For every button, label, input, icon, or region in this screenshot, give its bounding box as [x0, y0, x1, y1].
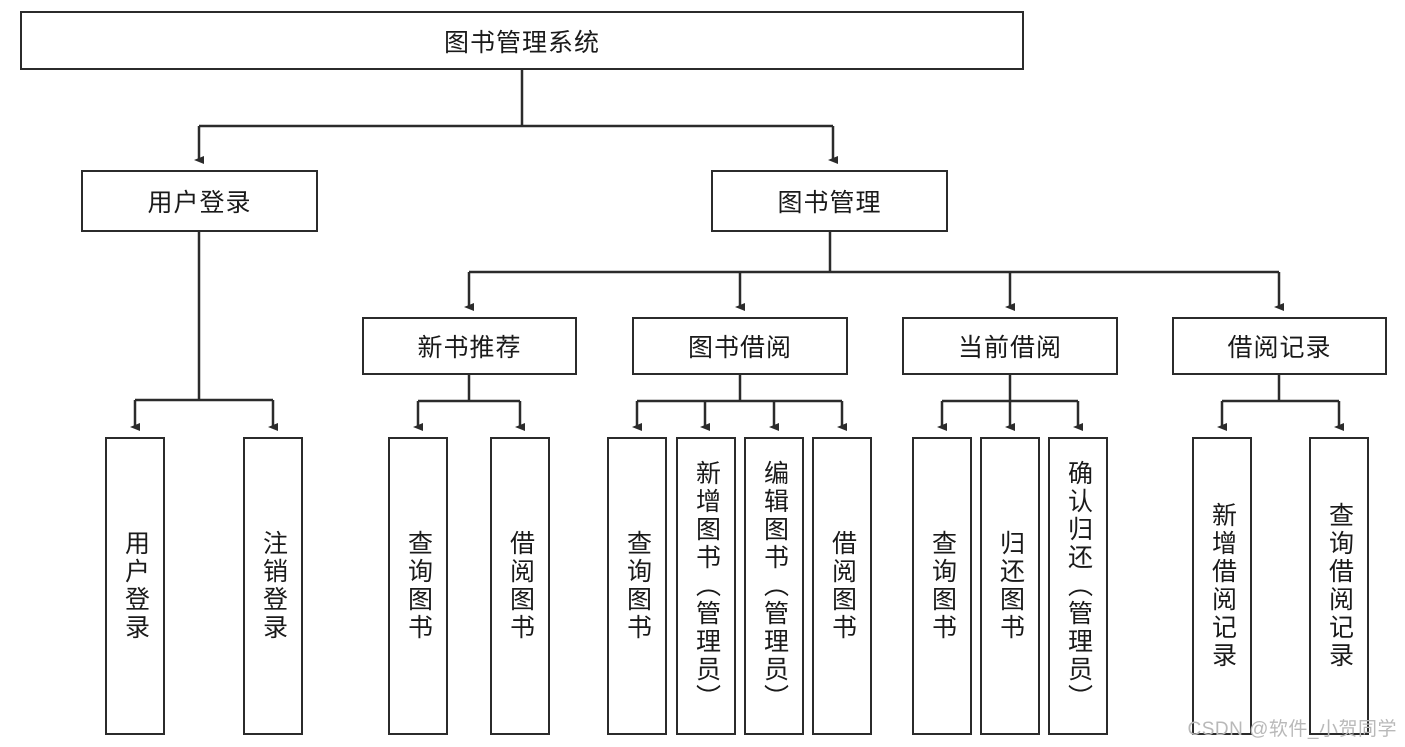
node-book-borrow[interactable]: 图书借阅	[632, 317, 848, 375]
leaf-user-login-logout[interactable]: 注销登录	[243, 437, 303, 735]
node-label: 图书管理系统	[443, 28, 600, 57]
leaf-new-book-query-book[interactable]: 查询图书	[388, 437, 448, 735]
leaf-current-borrow-return-book[interactable]: 归还图书	[980, 437, 1040, 735]
node-label: 图书借阅	[687, 334, 792, 362]
leaf-user-login-login[interactable]: 用户登录	[105, 437, 165, 735]
node-borrow-record[interactable]: 借阅记录	[1172, 317, 1387, 375]
watermark-text: CSDN @软件_小贺同学	[1187, 719, 1397, 740]
node-current-borrow[interactable]: 当前借阅	[902, 317, 1118, 375]
node-label: 归还图书	[996, 530, 1025, 642]
leaf-current-borrow-confirm-return-admin[interactable]: 确认归还（管理员）	[1048, 437, 1108, 735]
leaf-borrow-record-query-record[interactable]: 查询借阅记录	[1309, 437, 1369, 735]
node-new-book-recommend[interactable]: 新书推荐	[362, 317, 577, 375]
node-label: 新增图书（管理员）	[692, 460, 721, 712]
node-label: 查询图书	[928, 530, 957, 642]
leaf-book-borrow-add-book-admin[interactable]: 新增图书（管理员）	[676, 437, 736, 735]
leaf-current-borrow-query-book[interactable]: 查询图书	[912, 437, 972, 735]
leaf-borrow-record-add-record[interactable]: 新增借阅记录	[1192, 437, 1252, 735]
node-label: 借阅图书	[506, 530, 535, 642]
node-label: 新书推荐	[417, 334, 522, 362]
leaf-book-borrow-borrow-book[interactable]: 借阅图书	[812, 437, 872, 735]
node-label: 借阅记录	[1227, 334, 1332, 362]
node-user-login[interactable]: 用户登录	[81, 170, 318, 232]
node-root-book-management-system[interactable]: 图书管理系统	[20, 11, 1024, 70]
leaf-book-borrow-edit-book-admin[interactable]: 编辑图书（管理员）	[744, 437, 804, 735]
node-label: 查询借阅记录	[1325, 502, 1354, 670]
leaf-book-borrow-query-book[interactable]: 查询图书	[607, 437, 667, 735]
node-label: 借阅图书	[828, 530, 857, 642]
node-label: 图书管理	[777, 189, 882, 217]
node-label: 新增借阅记录	[1208, 502, 1237, 670]
node-label: 编辑图书（管理员）	[760, 460, 789, 712]
node-book-management[interactable]: 图书管理	[711, 170, 948, 232]
node-label: 用户登录	[121, 530, 150, 642]
node-label: 注销登录	[259, 530, 288, 642]
node-label: 当前借阅	[957, 334, 1062, 362]
node-label: 查询图书	[404, 530, 433, 642]
node-label: 用户登录	[147, 189, 252, 217]
leaf-new-book-borrow-book[interactable]: 借阅图书	[490, 437, 550, 735]
node-label: 确认归还（管理员）	[1064, 460, 1093, 712]
node-label: 查询图书	[623, 530, 652, 642]
